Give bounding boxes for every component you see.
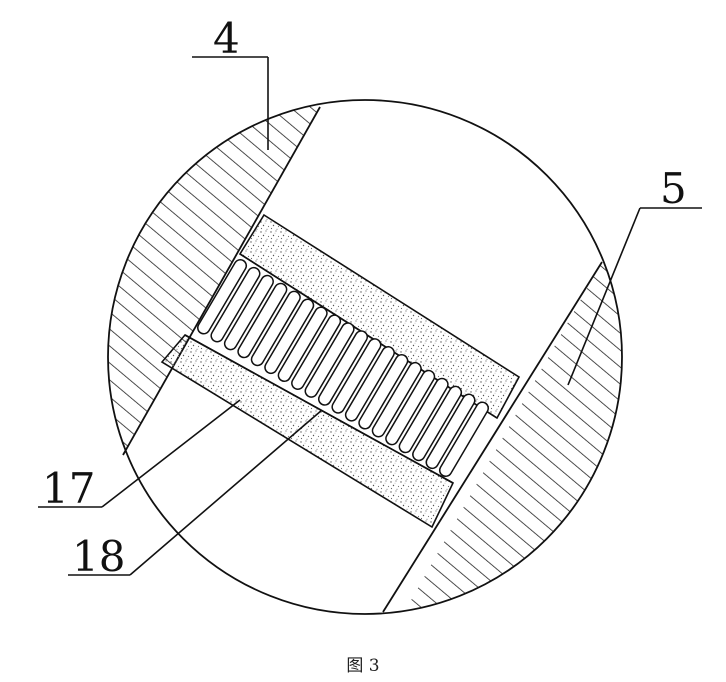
wall-4-edge [122,106,321,456]
spring-coil [264,298,315,375]
spring-coil [223,274,274,351]
spring-coil [344,346,395,422]
label-part-4: 4 [213,14,240,63]
label-part-17: 17 [42,464,95,513]
spring-coil [425,393,476,470]
label-part-18: 18 [72,532,125,581]
spring-coil [237,282,288,359]
spring-coil [250,290,301,367]
spring-coil [197,258,248,335]
spring-coil [398,377,449,454]
spring-coil [385,369,436,446]
detail-circle [107,99,623,615]
leader-line-18 [129,409,323,576]
spring-coil [304,322,355,398]
spring-coil [412,385,463,462]
spring-coil [438,401,489,478]
wall-5-edge [382,261,603,613]
figure-caption: 图 3 [346,656,379,676]
spring-coil [358,353,409,430]
leader-line-5 [567,207,641,386]
spring-coil [291,314,342,390]
spring-coil [277,306,328,383]
leader-line-17 [101,399,241,508]
spring-coils [197,258,489,478]
channel-line-bottom [184,334,454,484]
label-part-5: 5 [660,164,687,213]
spring-coil [210,266,261,343]
spring-coil [371,361,422,438]
spring-coil [317,330,369,406]
spring-coil [331,338,382,414]
